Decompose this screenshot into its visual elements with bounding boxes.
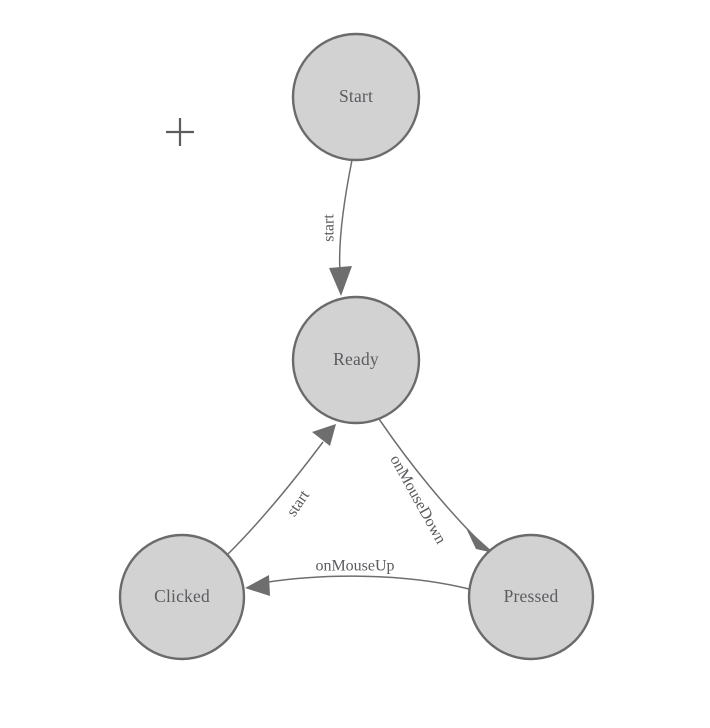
node-ready[interactable]: Ready xyxy=(291,295,421,425)
node-clicked[interactable]: Clicked xyxy=(118,533,246,661)
edge-path-clicked-to-ready xyxy=(227,441,324,555)
node-ready-label: Ready xyxy=(333,349,379,369)
arrowhead-clicked-to-ready xyxy=(312,424,336,446)
edge-clicked-to-ready[interactable] xyxy=(227,424,336,555)
edge-path-ready-to-pressed xyxy=(376,415,479,541)
arrowhead-pressed-to-clicked xyxy=(245,575,270,596)
node-start-circle xyxy=(291,32,421,162)
edge-label-pressed-to-clicked: onMouseUp xyxy=(315,558,394,575)
edge-path-pressed-to-clicked xyxy=(261,575,470,590)
node-start-label: Start xyxy=(339,86,373,106)
node-clicked-label: Clicked xyxy=(154,586,210,606)
edge-label-clicked-to-ready: start xyxy=(284,487,314,520)
node-pressed-label: Pressed xyxy=(504,586,559,606)
edge-path-start-to-ready xyxy=(338,159,353,273)
node-pressed[interactable]: Pressed xyxy=(467,533,595,661)
crosshair-marker-icon xyxy=(166,118,194,146)
node-ready-circle xyxy=(291,295,421,425)
arrowhead-ready-to-pressed xyxy=(466,528,494,553)
edge-ready-to-pressed[interactable] xyxy=(376,415,494,553)
node-pressed-circle xyxy=(467,533,595,661)
edge-pressed-to-clicked[interactable] xyxy=(245,575,470,596)
node-start[interactable]: Start xyxy=(291,32,421,162)
edge-start-to-ready[interactable] xyxy=(329,159,353,296)
edge-label-start-to-ready: start xyxy=(321,214,338,242)
node-clicked-circle xyxy=(118,533,246,661)
arrowhead-start-to-ready xyxy=(329,266,352,296)
